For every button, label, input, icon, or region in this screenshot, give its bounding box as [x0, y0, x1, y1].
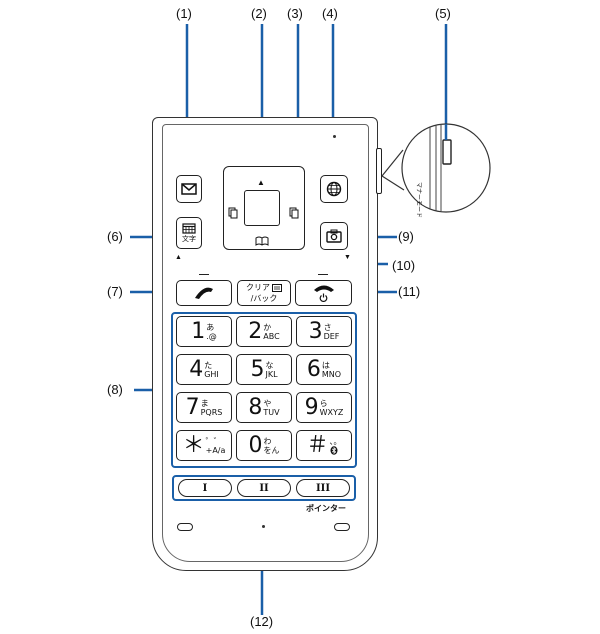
schedule-key[interactable]: 文字 — [176, 217, 202, 249]
camera-icon — [326, 229, 342, 243]
nav-up-arrow: ▲ — [257, 178, 265, 187]
power-icon — [319, 293, 328, 302]
mail-icon — [181, 183, 197, 195]
manner-mode-text: マナーモード — [415, 182, 422, 219]
call-key[interactable] — [176, 280, 232, 306]
soft-key-3[interactable]: III — [296, 479, 350, 497]
left-slot — [177, 523, 193, 531]
clear-back-key[interactable]: クリア /バック — [237, 280, 291, 306]
key-1[interactable]: 1 あ.@ — [176, 316, 232, 347]
end-call-icon — [313, 285, 334, 292]
callout-4: (4) — [322, 6, 338, 21]
right-slot — [334, 523, 350, 531]
callout-1: (1) — [176, 6, 192, 21]
mic-dot — [262, 525, 265, 528]
bluetooth-icon — [330, 445, 337, 455]
callout-7: (7) — [107, 284, 123, 299]
key-0[interactable]: 0 わをん — [236, 430, 292, 461]
phonebook-icon — [255, 236, 269, 246]
end-power-key[interactable] — [295, 280, 352, 306]
right-triangle: ▼ — [344, 254, 351, 261]
dialpad-highlight — [171, 312, 357, 468]
callout-5: (5) — [435, 6, 451, 21]
soft-key-1[interactable]: I — [178, 479, 232, 497]
call-icon — [195, 287, 213, 299]
top-dot — [333, 135, 336, 138]
callout-12: (12) — [250, 614, 274, 629]
memo-icon — [272, 283, 282, 292]
side-button[interactable] — [376, 148, 382, 194]
back-label: /バック — [250, 294, 278, 303]
soft-key-2[interactable]: II — [237, 479, 291, 497]
right-soft-icon — [289, 207, 299, 219]
moji-label: 文字 — [182, 235, 196, 243]
globe-icon — [326, 181, 342, 197]
callout-8: (8) — [107, 382, 123, 397]
end-key-mark — [318, 274, 328, 278]
key-star[interactable]: ＊ ゜゛+A/a — [176, 430, 232, 461]
mail-key[interactable] — [176, 175, 202, 203]
key-hash[interactable]: ＃ 、。 — [296, 430, 352, 461]
softkeys-highlight — [172, 475, 356, 501]
callout-3: (3) — [287, 6, 303, 21]
call-key-mark — [199, 274, 209, 278]
callout-9: (9) — [398, 229, 414, 244]
callout-10: (10) — [392, 258, 416, 273]
callout-6: (6) — [107, 229, 123, 244]
left-soft-icon — [228, 207, 238, 219]
pointer-label: ポインター — [306, 504, 346, 513]
nav-center-key[interactable] — [244, 190, 280, 226]
callout-11: (11) — [398, 284, 421, 299]
left-triangle: ▲ — [175, 254, 182, 261]
camera-key[interactable] — [320, 222, 348, 250]
callout-2: (2) — [251, 6, 267, 21]
phone-face — [162, 124, 369, 562]
web-key[interactable] — [320, 175, 348, 203]
clear-label: クリア — [246, 283, 270, 292]
calendar-icon — [182, 223, 196, 234]
